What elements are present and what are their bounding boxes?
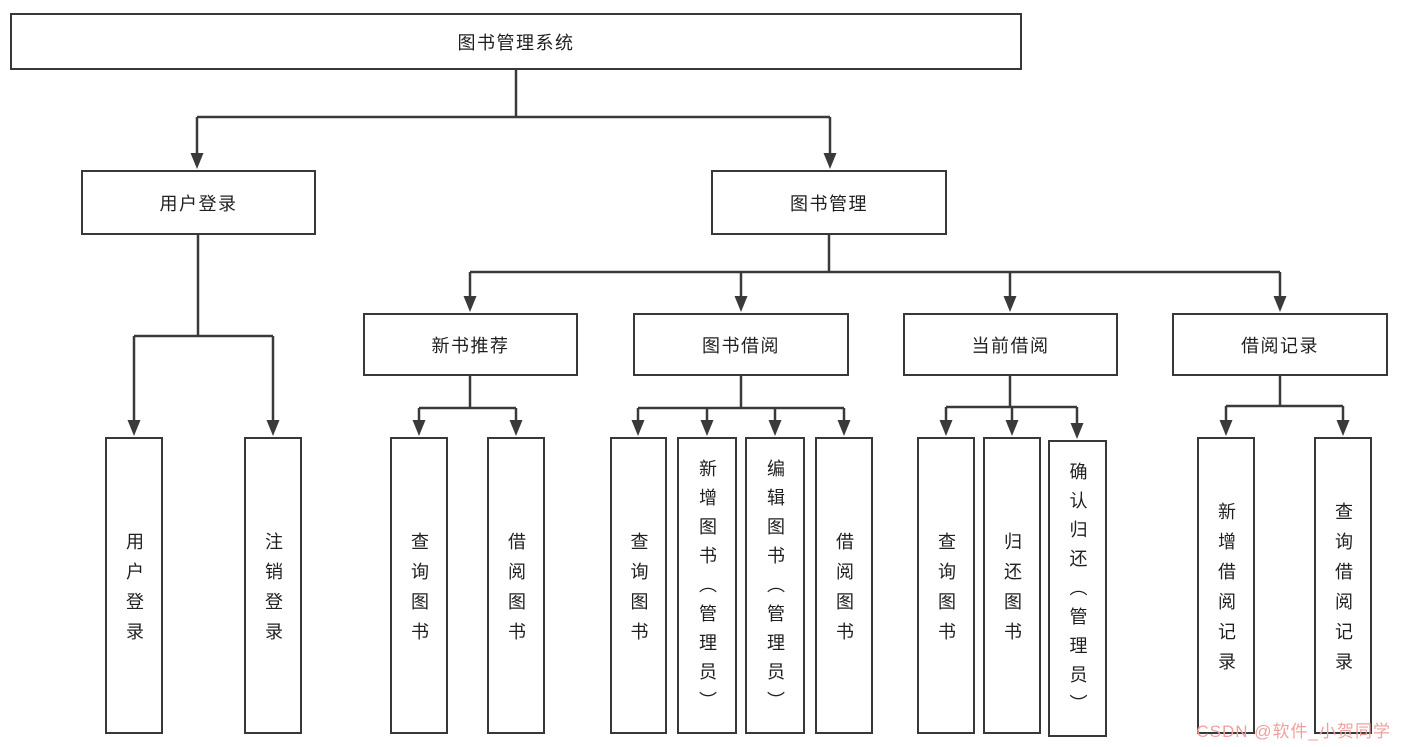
connector-current-borrow [944, 376, 1079, 424]
leaf-nb-borrow-books: 借阅图书 [487, 437, 545, 734]
node-book-borrow: 图书借阅 [633, 313, 849, 376]
leaf-bb-add-book-admin: 新增图书（管理员） [677, 437, 737, 734]
node-new-book-recommend: 新书推荐 [363, 313, 578, 376]
leaf-cb-return-books: 归还图书 [983, 437, 1041, 734]
leaf-bb-borrow-books: 借阅图书 [815, 437, 873, 734]
node-user-login: 用户登录 [81, 170, 316, 235]
leaf-nb-query-books: 查询图书 [390, 437, 448, 734]
connector-borrow-records [1224, 376, 1345, 421]
leaf-user-login: 用户登录 [105, 437, 163, 734]
leaf-bb-edit-book-admin: 编辑图书（管理员） [745, 437, 805, 734]
connector-book-management [468, 235, 1282, 297]
connector-new-book-recommend [417, 376, 518, 421]
leaf-br-query-record: 查询借阅记录 [1314, 437, 1372, 734]
leaf-cb-query-books: 查询图书 [917, 437, 975, 734]
node-current-borrow: 当前借阅 [903, 313, 1118, 376]
node-borrow-records: 借阅记录 [1172, 313, 1388, 376]
leaf-logout: 注销登录 [244, 437, 302, 734]
leaf-br-add-record: 新增借阅记录 [1197, 437, 1255, 734]
leaf-cb-confirm-return-admin: 确认归还（管理员） [1048, 440, 1107, 737]
arrowheads [127, 153, 1350, 439]
csdn-watermark: CSDN @软件_小贺同学 [1196, 722, 1391, 741]
connector-root [195, 70, 832, 154]
connector-user-login [132, 235, 275, 421]
node-book-management: 图书管理 [711, 170, 947, 235]
connector-book-borrow [636, 376, 846, 421]
leaf-bb-query-books: 查询图书 [610, 437, 667, 734]
node-root: 图书管理系统 [10, 13, 1022, 70]
